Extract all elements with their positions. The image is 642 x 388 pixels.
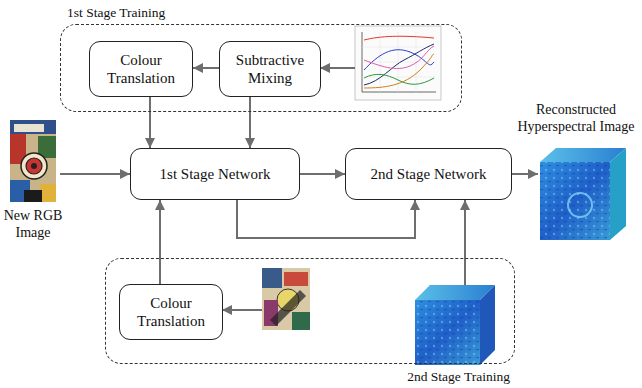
box-label: 1st Stage Network xyxy=(160,165,271,183)
process-box: 1st Stage Network xyxy=(130,148,300,200)
training-region: 1st Stage TrainingColour TranslationSubt… xyxy=(60,24,462,112)
process-box: Colour Translation xyxy=(119,284,223,340)
box-label: 2nd Stage Network xyxy=(371,165,487,183)
box-label: Colour Translation xyxy=(126,294,216,330)
picture-arrows xyxy=(60,68,538,310)
input-arrow xyxy=(60,173,130,175)
training-painting xyxy=(262,268,310,330)
region-heading: 1st Stage Training xyxy=(67,5,165,21)
box-label: Colour Translation xyxy=(96,51,186,87)
flow-arrow xyxy=(249,97,251,148)
spectral-graph xyxy=(355,26,441,100)
output-arrow xyxy=(512,173,538,175)
painting-arrow xyxy=(222,309,262,311)
cube-arrow xyxy=(464,200,466,285)
flow-arrow xyxy=(237,200,415,238)
training-cube xyxy=(415,285,495,365)
flow-arrow xyxy=(193,67,219,69)
flow-arrow xyxy=(300,173,345,175)
box-label: Subtractive Mixing xyxy=(226,51,314,87)
region-heading: 2nd Stage Training xyxy=(407,369,510,385)
process-box: Colour Translation xyxy=(89,41,193,97)
image-caption: Reconstructed Hyperspectral Image xyxy=(514,102,638,136)
process-box: Subtractive Mixing xyxy=(219,41,321,97)
process-box: 2nd Stage Network xyxy=(345,148,512,200)
flow-arrow xyxy=(149,97,151,148)
rgb-painting xyxy=(10,120,56,202)
flow-arrow xyxy=(159,200,161,284)
reconstructed-cube xyxy=(540,148,626,240)
training-region: 2nd Stage TrainingColour Translation xyxy=(105,258,515,364)
graph-arrow xyxy=(320,67,355,69)
image-caption: New RGB Image xyxy=(0,208,66,242)
